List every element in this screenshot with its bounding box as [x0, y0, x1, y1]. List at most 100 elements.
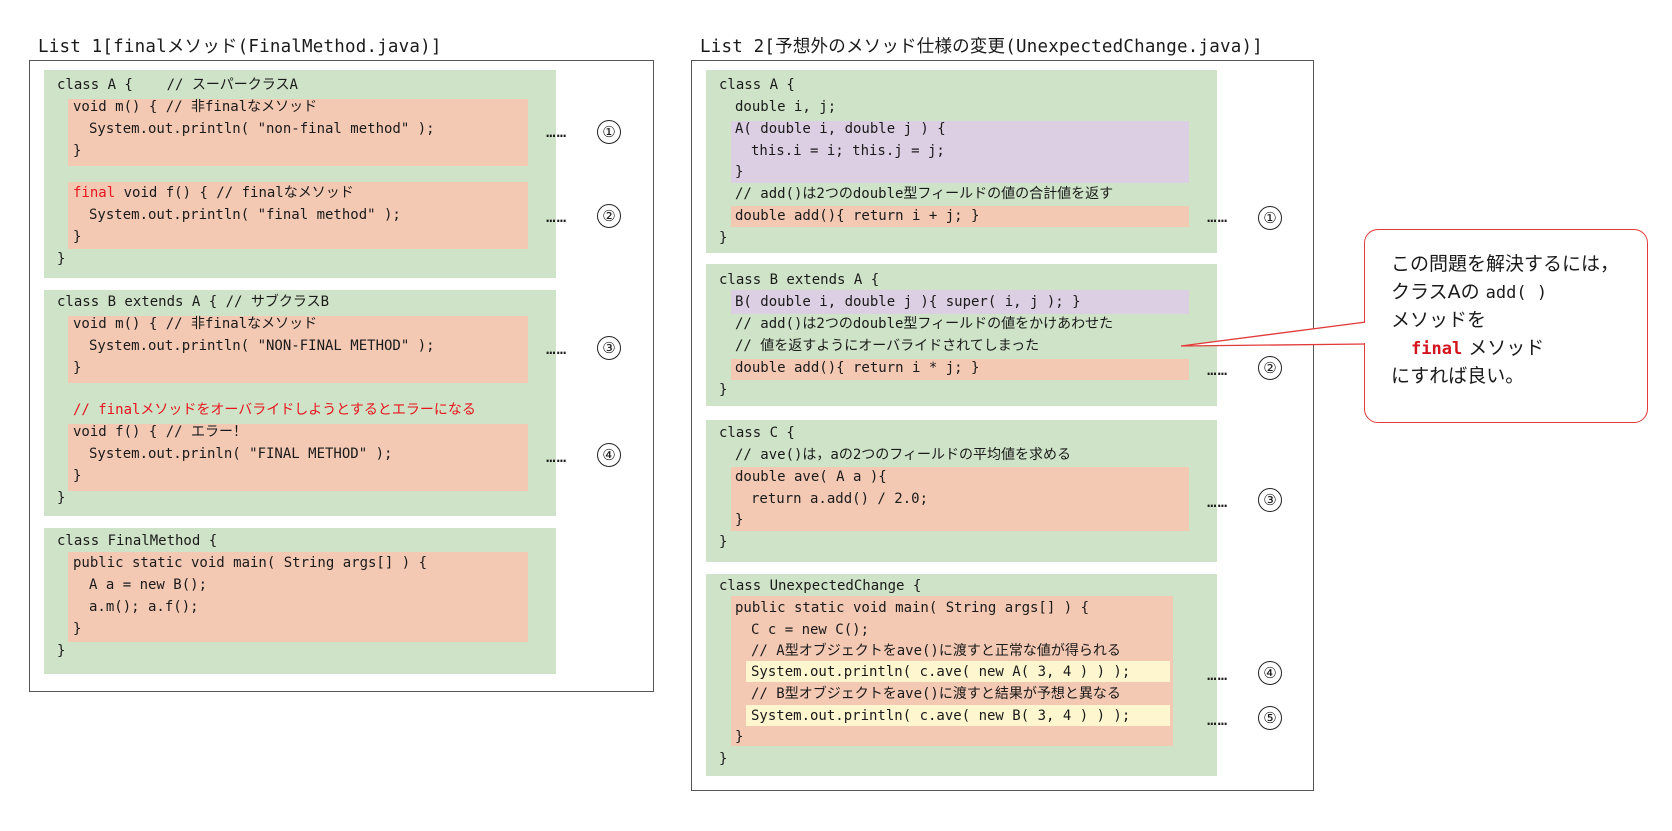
note-line-2: クラスAの add( ) [1391, 278, 1547, 307]
note-text: クラスAの [1391, 281, 1486, 303]
code-line: double add(){ return i + j; } [735, 208, 980, 224]
code-line: double i, j; [735, 99, 837, 115]
code-line: } [73, 468, 82, 484]
code-line: } [735, 512, 744, 528]
code-line: class UnexpectedChange { [719, 578, 922, 594]
list1-classA-m-code [68, 99, 528, 166]
final-keyword: final [73, 185, 116, 201]
note-line-5: にすれば良い。 [1391, 365, 1525, 387]
code-line: System.out.println( "final method" ); [89, 207, 401, 223]
code-line: C c = new C(); [751, 622, 870, 638]
marker-dots: …… [1207, 360, 1229, 379]
note-method-name: add( ) [1485, 283, 1548, 303]
code-line: } [719, 534, 728, 550]
code-line: System.out.prinln( "FINAL METHOD" ); [89, 446, 393, 462]
code-line: return a.add() / 2.0; [751, 491, 929, 507]
code-line: B( double i, double j ){ super( i, j ); … [735, 294, 1081, 310]
solution-callout: この問題を解決するには， クラスAの add( ) メソッドを final メソ… [1364, 229, 1648, 423]
callout-pointer-joint [1363, 323, 1367, 343]
marker-dots: …… [546, 339, 568, 358]
note-line-3: メソッドを [1391, 309, 1487, 331]
list2-classA-add-code [731, 206, 1189, 227]
note-final-keyword: final [1411, 339, 1463, 359]
list1-main-code [68, 552, 528, 642]
marker-4: ④ [1258, 661, 1282, 685]
code-line: class FinalMethod { [57, 533, 218, 549]
marker-dots: …… [1207, 710, 1229, 729]
code-line: class C { [719, 425, 795, 441]
code-line: class A { // スーパークラスA [57, 77, 298, 93]
note-line-4: final メソッド [1411, 334, 1544, 363]
code-line: } [735, 164, 744, 180]
code-line: // B型オブジェクトをave()に渡すと結果が予想と異なる [751, 686, 1121, 702]
code-line: } [73, 229, 82, 245]
code-line: // add()は2つのdouble型フィールドの値の合計値を返す [735, 186, 1114, 202]
code-line: double add(){ return i * j; } [735, 360, 980, 376]
code-line: void m() { // 非finalなメソッド [73, 316, 318, 332]
marker-4: ④ [597, 443, 621, 467]
code-line: // ave()は，aの2つのフィールドの平均値を求める [735, 447, 1072, 463]
code-line: A a = new B(); [89, 577, 208, 593]
code-line: } [735, 729, 744, 745]
list1-classB-f-code [68, 424, 528, 491]
list2-classB-ctor-code [731, 290, 1189, 314]
code-line: } [719, 751, 728, 767]
code-line: class B extends A { [719, 272, 880, 288]
marker-1: ① [597, 120, 621, 144]
marker-2: ② [1258, 356, 1282, 380]
marker-1: ① [1258, 206, 1282, 230]
code-line: void f() { // エラー！ [73, 424, 248, 440]
code-line: // A型オブジェクトをave()に渡すと正常な値が得られる [751, 643, 1121, 659]
error-comment: // finalメソッドをオーバライドしようとするとエラーになる [73, 402, 476, 418]
code-line: void m() { // 非finalなメソッド [73, 99, 318, 115]
code-line: } [73, 360, 82, 376]
code-line: System.out.println( c.ave( new A( 3, 4 )… [751, 664, 1131, 680]
code-line: public static void main( String args[] )… [73, 555, 428, 571]
code-line: } [57, 490, 66, 506]
marker-dots: …… [546, 122, 568, 141]
code-line: class A { [719, 77, 795, 93]
code-line: } [719, 230, 728, 246]
code-line: final void f() { // finalなメソッド [73, 183, 354, 204]
code-line: // add()は2つのdouble型フィールドの値をかけあわせた [735, 316, 1114, 332]
marker-3: ③ [1258, 488, 1282, 512]
marker-dots: …… [1207, 207, 1229, 226]
marker-dots: …… [546, 447, 568, 466]
print-highlight-2 [746, 705, 1170, 726]
code-line: class B extends A { // サブクラスB [57, 294, 330, 310]
code-line: A( double i, double j ) { [735, 121, 946, 137]
list1-frame [29, 60, 654, 692]
note-text: メソッド [1462, 337, 1545, 359]
note-line-1: この問題を解決するには， [1391, 253, 1620, 275]
marker-5: ⑤ [1258, 706, 1282, 730]
marker-2: ② [597, 204, 621, 228]
print-highlight-1 [746, 661, 1170, 682]
code-line: } [57, 251, 66, 267]
marker-dots: …… [546, 207, 568, 226]
code-line: System.out.println( c.ave( new B( 3, 4 )… [751, 708, 1131, 724]
list2-classB-add-code [731, 359, 1189, 380]
code-line: } [73, 621, 82, 637]
list2-title: List 2[予想外のメソッド仕様の変更(UnexpectedChange.ja… [700, 37, 1263, 57]
marker-dots: …… [1207, 665, 1229, 684]
marker-3: ③ [597, 336, 621, 360]
marker-dots: …… [1207, 492, 1229, 511]
code-line: double ave( A a ){ [735, 469, 887, 485]
list2-classB-block [706, 264, 1217, 406]
code-line: // 値を返すようにオーバライドされてしまった [735, 338, 1040, 354]
list1-title: List 1[finalメソッド(FinalMethod.java)] [38, 37, 442, 57]
code-line: System.out.println( "NON-FINAL METHOD" )… [89, 338, 435, 354]
list2-classA-ctor-code [731, 121, 1189, 183]
code-text: void f() { // finalなメソッド [115, 185, 354, 201]
code-line: System.out.println( "non-final method" )… [89, 121, 435, 137]
list1-classB-m-code [68, 316, 528, 383]
code-line: } [719, 382, 728, 398]
code-line: public static void main( String args[] )… [735, 600, 1090, 616]
code-line: a.m(); a.f(); [89, 599, 199, 615]
list2-frame [691, 60, 1314, 791]
list1-classA-f-code [68, 182, 528, 249]
code-line: } [57, 643, 66, 659]
code-line: } [73, 143, 82, 159]
code-line: this.i = i; this.j = j; [751, 143, 945, 159]
